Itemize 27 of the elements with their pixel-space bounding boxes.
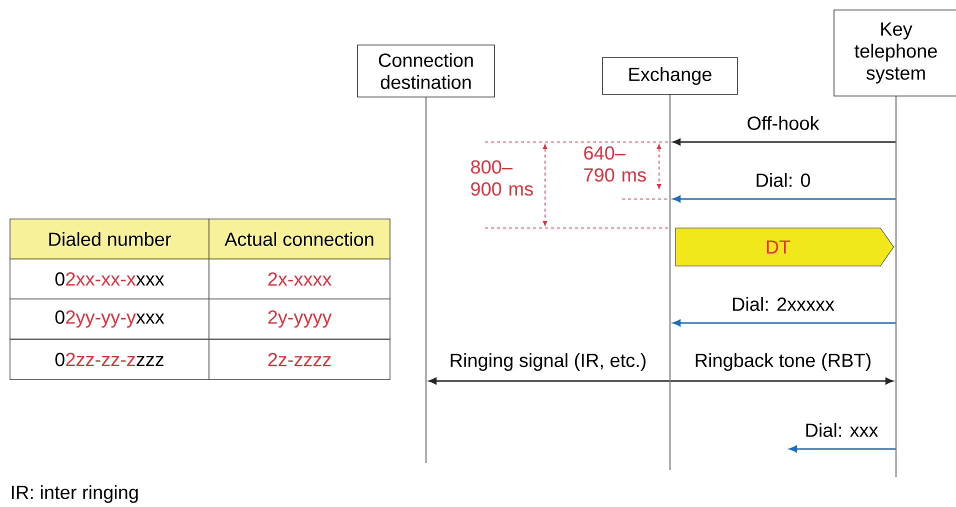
table-cell: 02xx-xx-xxxx xyxy=(10,258,210,300)
table-cell: 2x-xxxx xyxy=(208,258,390,300)
arrow xyxy=(672,196,896,202)
edge-label: Ringback tone (RBT) xyxy=(693,352,873,372)
table-cell: Actual connection xyxy=(208,218,390,260)
table-cell: 2y-yyyy xyxy=(208,298,390,340)
arrow xyxy=(670,378,894,384)
table-cell: Dialed number xyxy=(10,218,210,260)
participant-box: Key telephone system xyxy=(834,10,956,96)
table-cell: 02zz-zz-zzzz xyxy=(10,339,210,380)
participant-box: Exchange xyxy=(602,57,738,95)
table-cell: 02yy-yy-yxxx xyxy=(10,298,210,340)
dimension-label: 800– 900 ms xyxy=(471,160,533,196)
edge-label: Ringing signal (IR, etc.) xyxy=(448,352,648,372)
edge-label: Off-hook xyxy=(746,115,820,131)
note: IR: inter ringing xyxy=(12,485,138,503)
edge-label: Dial: 0 xyxy=(754,172,812,188)
participant-box: Connection destination xyxy=(357,44,495,98)
arrow xyxy=(428,378,670,384)
arrow xyxy=(789,446,896,452)
table-cell: 2z-zzzz xyxy=(208,339,390,380)
edge-label: Dial: 2xxxxx xyxy=(730,296,836,312)
signal-arrow-box: DT xyxy=(675,228,894,266)
edge-label: Dial: xxx xyxy=(804,422,880,438)
dimension-label: 640– 790 ms xyxy=(584,146,646,182)
arrow xyxy=(672,320,896,326)
arrow xyxy=(672,138,896,146)
